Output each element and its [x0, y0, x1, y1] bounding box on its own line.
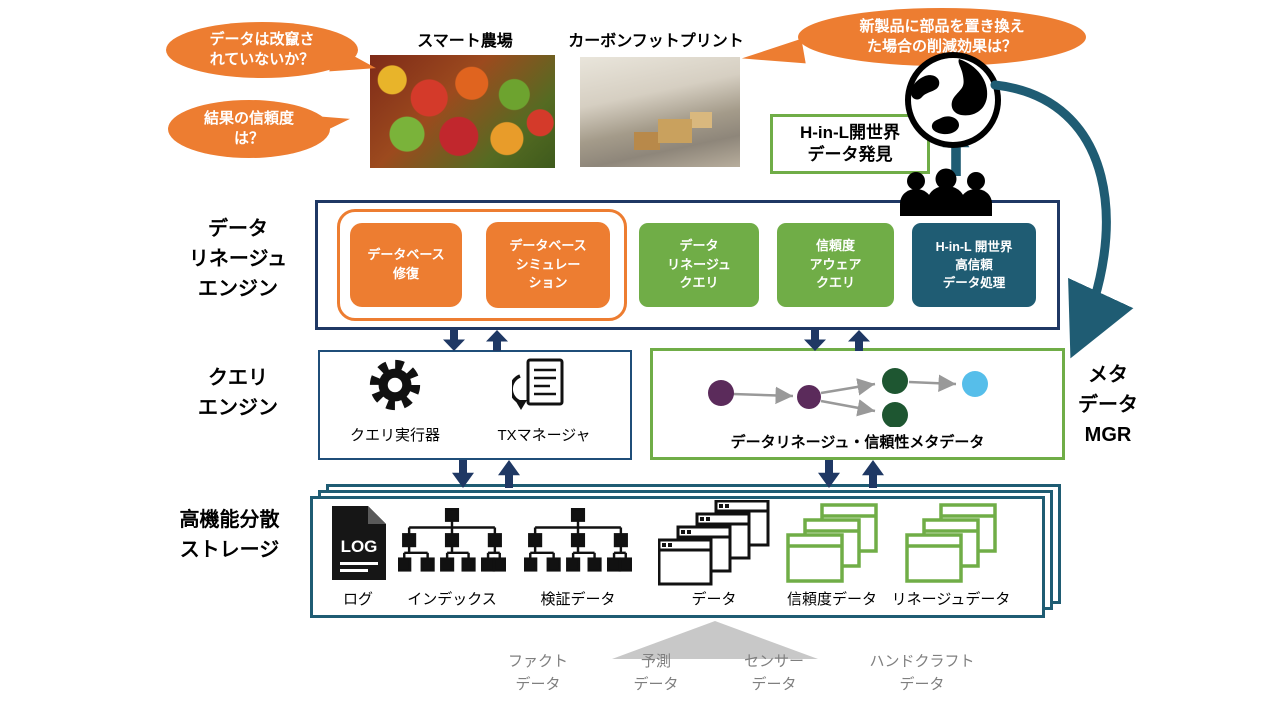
carbon-footprint-caption: カーボンフットプリント	[568, 33, 744, 50]
storage-to-metadata-up-arrow-icon	[862, 460, 884, 488]
index-tree-icon	[398, 508, 506, 572]
metadata-box: データリネージュ・信頼性メタデータ	[650, 348, 1065, 460]
confidence-question-bubble: 結果の信頼度 は？	[168, 100, 330, 158]
log-icon-text: LOG	[341, 537, 378, 556]
storage-to-query-up-arrow-icon	[498, 460, 520, 488]
confidence-question-text: 結果の信頼度 は？	[203, 109, 294, 147]
db-repair-label: データベース 修復	[367, 247, 445, 281]
lineage-query-label: データ リネージュ クエリ	[667, 237, 731, 291]
hinl-processing-label: H-in-L 開世界 高信頼 データ処理	[935, 239, 1013, 291]
source-fact-data: ファクト データ	[507, 653, 568, 693]
confidence-aware-query-block: 信頼度 アウェア クエリ	[777, 223, 894, 307]
carbon-footprint-photo	[580, 57, 740, 167]
metadata-manager-label: メタ データ MGR	[1078, 364, 1138, 446]
storage-item-data: データ	[691, 591, 737, 608]
query-to-storage-down-arrow-icon	[452, 460, 474, 488]
storage-item-lineage: リネージュデータ	[891, 591, 1011, 608]
globe-icon	[905, 52, 1001, 148]
people-icon	[900, 168, 992, 216]
gear-icon	[369, 359, 421, 411]
data-windows-icon	[658, 500, 770, 586]
metadata-caption: データリネージュ・信頼性メタデータ	[730, 434, 985, 451]
confidence-aware-query-label: 信頼度 アウェア クエリ	[809, 237, 862, 291]
smart-farm-photo	[370, 55, 555, 168]
metadata-to-storage-down-arrow-icon	[818, 460, 840, 488]
lineage-windows-icon	[905, 503, 997, 583]
db-repair-block: データベース 修復	[350, 223, 462, 307]
query-executor-label: クエリ実行器	[349, 427, 440, 444]
source-handcraft-data: ハンドクラフト データ	[869, 653, 975, 693]
funnel-triangle-icon	[612, 621, 818, 659]
hinl-discovery-text: H-in-L開世界 データ発見	[799, 122, 901, 164]
query-engine-label: クエリ エンジン	[198, 367, 278, 419]
storage-item-index: インデックス	[407, 591, 497, 608]
verification-tree-icon	[524, 508, 632, 572]
storage-item-verification: 検証データ	[540, 591, 616, 608]
hinl-processing-block: H-in-L 開世界 高信頼 データ処理	[912, 223, 1036, 307]
lineage-engine-label: データ リネージュ エンジン	[188, 218, 288, 300]
confidence-windows-icon	[786, 503, 878, 583]
tamper-question-bubble: データは改竄さ れていないか？	[166, 22, 358, 78]
log-file-icon: LOG	[332, 506, 386, 580]
db-simulation-label: データベース シミュレー ション	[509, 237, 587, 291]
metadata-to-engine-up-arrow-icon	[848, 330, 870, 351]
engine-to-metadata-down-arrow-icon	[804, 330, 826, 351]
tx-manager-label: TXマネージャ	[497, 427, 591, 444]
storage-item-confidence: 信頼度データ	[786, 591, 877, 608]
engine-to-query-down-arrow-icon	[443, 330, 465, 351]
query-engine-box	[318, 350, 632, 460]
source-prediction-data: 予測 データ	[633, 653, 679, 693]
db-simulation-block: データベース シミュレー ション	[486, 222, 610, 308]
source-sensor-data: センサー データ	[743, 653, 804, 693]
storage-item-log: ログ	[342, 591, 373, 608]
tx-document-icon	[512, 358, 564, 410]
storage-label: 高機能分散 ストレージ	[179, 509, 280, 561]
smart-farm-caption: スマート農場	[417, 33, 513, 50]
lineage-query-block: データ リネージュ クエリ	[639, 223, 759, 307]
reduction-question-text: 新製品に部品を置き換え た場合の削減効果は？	[859, 17, 1025, 55]
hinl-discovery-box: H-in-L開世界 データ発見	[770, 114, 930, 174]
query-to-engine-up-arrow-icon	[486, 330, 508, 351]
lineage-graph-icon	[708, 368, 988, 427]
tamper-question-text: データは改竄さ れていないか？	[209, 30, 315, 68]
